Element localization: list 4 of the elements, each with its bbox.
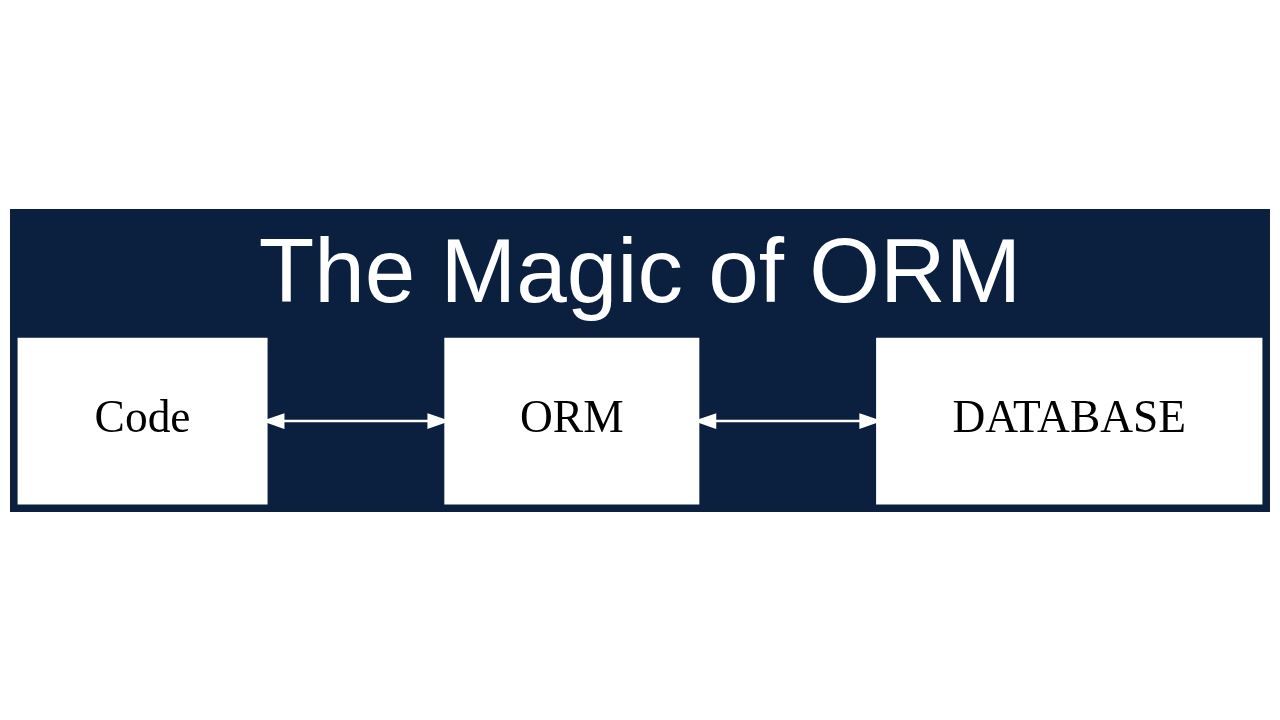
node-box: Code <box>17 337 268 504</box>
node-box: ORM <box>444 337 700 504</box>
diagram-title: The Magic of ORM <box>258 219 1022 321</box>
node-box: DATABASE <box>876 337 1263 504</box>
